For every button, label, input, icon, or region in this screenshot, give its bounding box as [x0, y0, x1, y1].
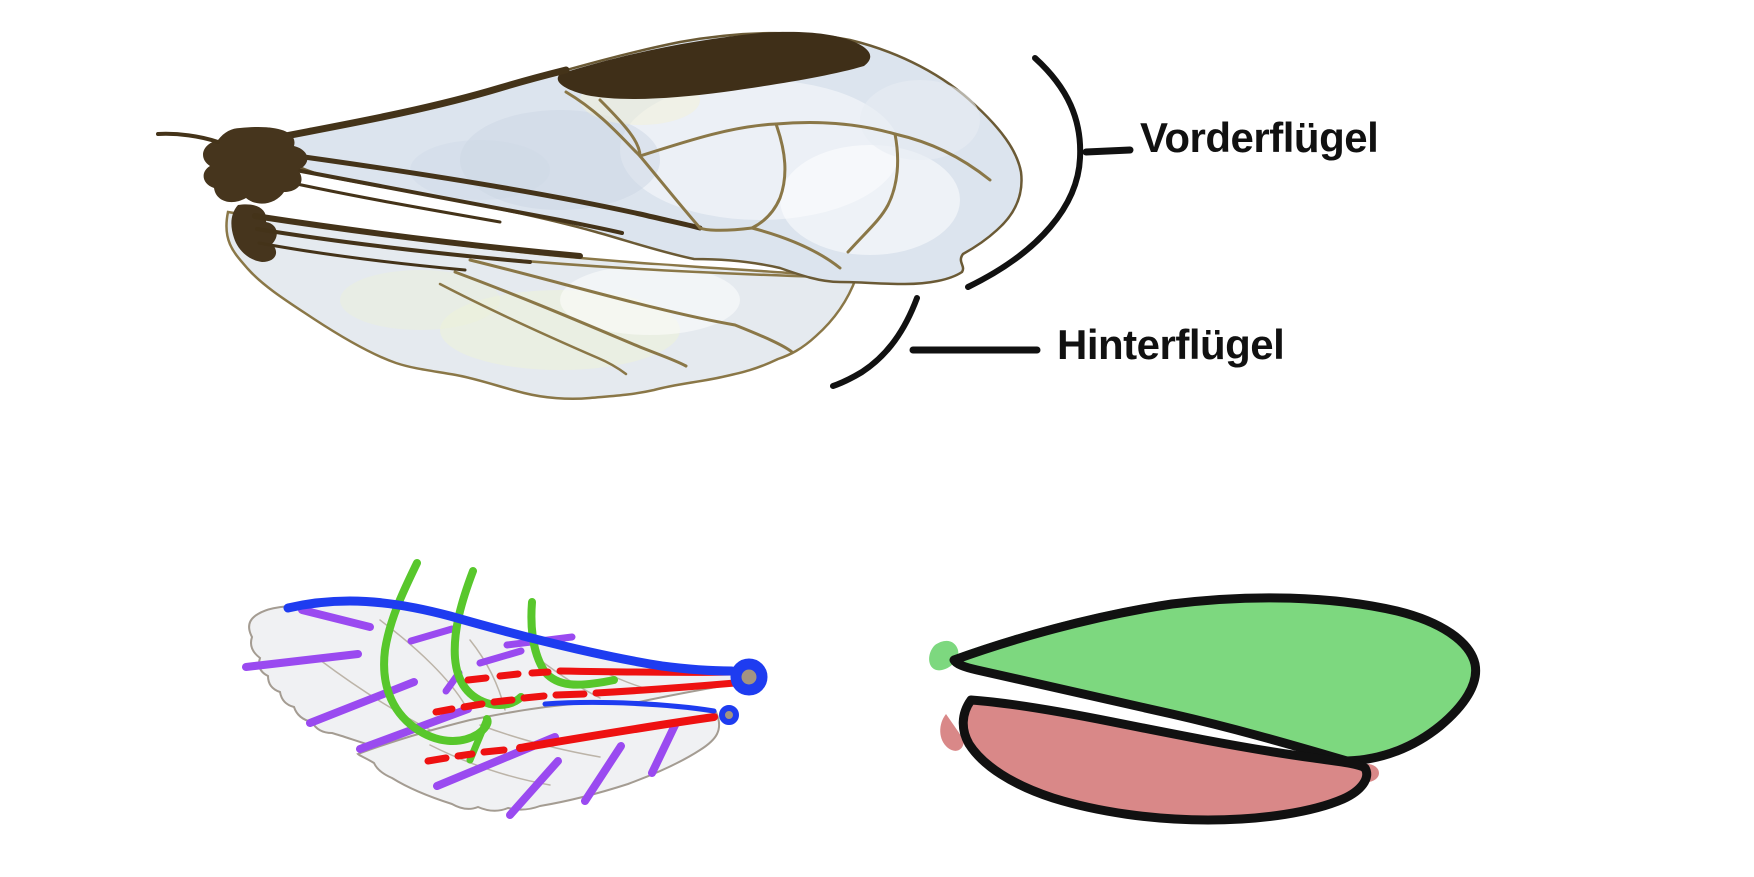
- silhouette-forewing-outline: [949, 593, 1481, 766]
- forewing-dark-crescent: [557, 31, 871, 99]
- silhouette-hindwing-outline: [958, 695, 1372, 825]
- hindwing-leading-edge: [252, 213, 583, 272]
- forewing-costa-highlight: [283, 596, 737, 676]
- annotations: [830, 55, 1134, 389]
- forewing-shade: [410, 140, 550, 200]
- forewing-base: [203, 126, 308, 204]
- hindwing-costa-highlight: [542, 699, 717, 714]
- forewing-label-dash: [1082, 146, 1134, 156]
- hindwing-base-ring: [719, 705, 739, 725]
- forewing-shade: [460, 110, 660, 210]
- forewing-highlight: [860, 80, 980, 160]
- hindwing-bracket: [830, 295, 920, 389]
- forewing-costa: [261, 66, 570, 144]
- hindwing-label: Hinterflügel: [1057, 321, 1285, 368]
- silhouette-forewing-fill: [952, 593, 1474, 757]
- forewing-base-ring: [730, 658, 768, 696]
- hindwing-tint: [340, 270, 500, 330]
- vein-color-diagram: [242, 559, 768, 819]
- silhouette-forewing: [929, 593, 1481, 766]
- forewing-label: Vorderflügel: [1140, 114, 1379, 161]
- realistic-hindwing: [225, 204, 858, 401]
- blue-veins: [283, 596, 768, 725]
- realistic-forewing: [156, 31, 1023, 286]
- silhouette-hindwing-fill: [960, 702, 1364, 822]
- forewing-bracket: [965, 55, 1084, 290]
- forewing-highlight: [780, 145, 960, 255]
- silhouette-hindwing-fuzz: [940, 714, 964, 751]
- hindwing-veins: [428, 250, 822, 376]
- silhouette-diagram: [929, 593, 1481, 825]
- forewing-base-spur: [156, 131, 220, 144]
- realistic-wing-illustration: [156, 31, 1134, 401]
- silhouette-hindwing: [940, 695, 1379, 825]
